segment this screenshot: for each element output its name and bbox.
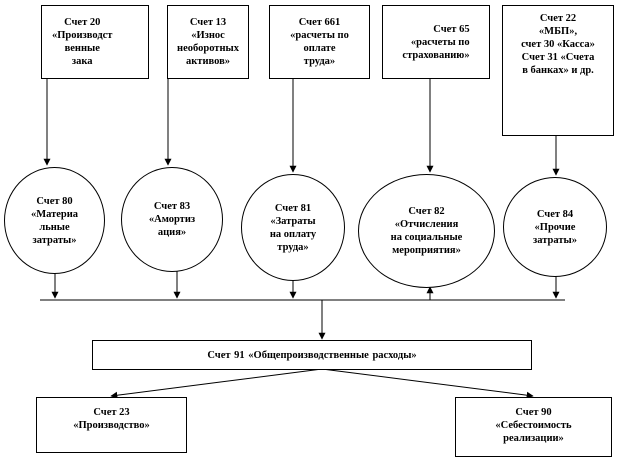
circle-label: Счет 81 «Затраты на оплату труда»: [269, 202, 317, 253]
source-box-account-661: Счет 661 «расчеты по оплате труда»: [269, 5, 370, 79]
source-box-label: Счет 65 «расчеты по страхованию»: [402, 23, 470, 61]
source-box-account-20: Счет 20 «Производст венные зака: [41, 5, 149, 79]
source-box-account-22-30-31: Счет 22 «МБП», счет 30 «Касса» Счет 31 «…: [502, 5, 614, 136]
hub-box-account-91: Счет 91 «Общепроизводственные расходы»: [92, 340, 532, 370]
output-box-account-23: Счет 23 «Производство»: [36, 397, 187, 453]
arrow-hub-to-output-1: [110, 368, 323, 399]
arrow-hub-to-output-2: [321, 368, 534, 399]
output-box-account-90: Счет 90 «Себестоимость реализации»: [455, 397, 612, 457]
source-box-label: Счет 22 «МБП», счет 30 «Касса» Счет 31 «…: [521, 13, 595, 76]
source-box-label: Счет 13 «Износ необоротных активов»: [177, 17, 239, 67]
source-box-account-13: Счет 13 «Износ необоротных активов»: [167, 5, 249, 79]
circle-account-84: Счет 84 «Прочие затраты»: [503, 177, 607, 277]
hub-label: Счет 91 «Общепроизводственные расходы»: [207, 349, 417, 361]
output-label: Счет 23 «Производство»: [73, 407, 150, 431]
circle-account-80: Счет 80 «Материа льные затраты»: [4, 167, 105, 274]
circle-account-82: Счет 82 «Отчисления на социальные меропр…: [358, 174, 495, 288]
circle-account-83: Счет 83 «Амортиз ация»: [121, 167, 223, 272]
output-label: Счет 90 «Себестоимость реализации»: [495, 407, 572, 444]
circle-label: Счет 82 «Отчисления на социальные меропр…: [390, 206, 463, 256]
circle-label: Счет 83 «Амортиз ация»: [148, 201, 196, 238]
source-box-label: Счет 20 «Производст венные зака: [52, 17, 113, 67]
source-box-label: Счет 661 «расчеты по оплате труда»: [290, 17, 349, 67]
circle-label: Счет 84 «Прочие затраты»: [533, 208, 577, 246]
source-box-account-65: Счет 65 «расчеты по страхованию»: [382, 5, 490, 79]
circle-account-81: Счет 81 «Затраты на оплату труда»: [241, 174, 345, 281]
circle-label: Счет 80 «Материа льные затраты»: [30, 195, 79, 246]
